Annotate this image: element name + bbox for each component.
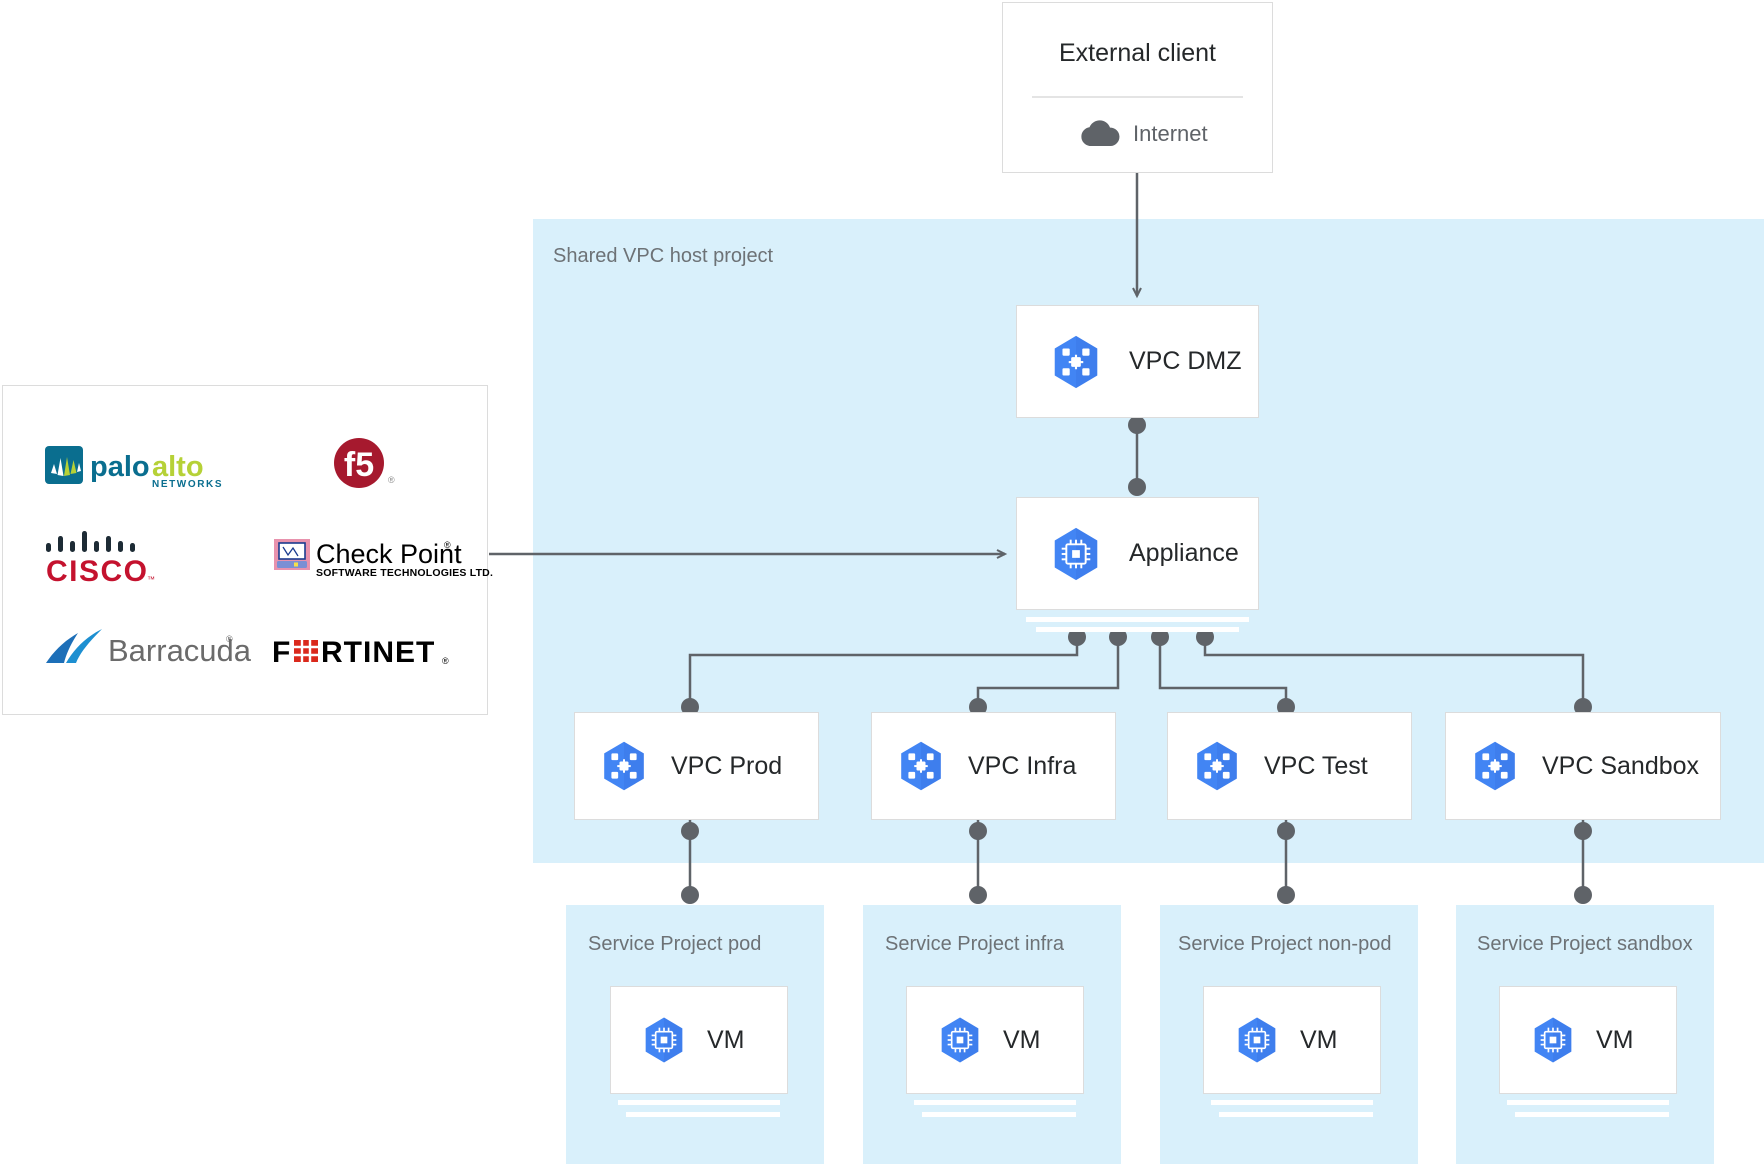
- vm-infra-stack-line-1: [914, 1100, 1076, 1105]
- svg-text:®: ®: [444, 540, 451, 550]
- region-service-project-infra-label: Service Project infra: [885, 933, 1064, 955]
- node-vpc-prod-label: VPC Prod: [671, 751, 783, 780]
- region-service-project-sandbox-label: Service Project sandbox: [1477, 933, 1693, 955]
- vm-non-pod-stack-line-2: [1219, 1112, 1373, 1117]
- external-client-divider: [1032, 96, 1243, 98]
- vpc-network-icon: [1468, 739, 1522, 793]
- appliance-stack-line-1: [1026, 617, 1249, 622]
- node-appliance[interactable]: Appliance: [1016, 497, 1259, 610]
- region-shared-vpc-label: Shared VPC host project: [553, 245, 774, 267]
- svg-text:Check Point: Check Point: [316, 539, 462, 569]
- node-vm-sandbox-label: VM: [1596, 1025, 1634, 1054]
- vendor-logo-cisco[interactable]: CISCO ™: [44, 527, 160, 588]
- internet-row: Internet: [1077, 120, 1208, 147]
- node-vpc-prod[interactable]: VPC Prod: [574, 712, 819, 820]
- svg-text:®: ®: [388, 475, 395, 485]
- vpc-network-icon: [894, 739, 948, 793]
- svg-text:NETWORKS: NETWORKS: [152, 479, 223, 490]
- node-vm-infra-label: VM: [1003, 1025, 1041, 1054]
- node-vm-pod[interactable]: VM: [610, 986, 788, 1094]
- vm-sandbox-stack-line-2: [1515, 1112, 1669, 1117]
- svg-text:RTINET: RTINET: [321, 636, 435, 669]
- vpc-network-icon: [1190, 739, 1244, 793]
- vm-chip-icon: [935, 1015, 985, 1065]
- vm-chip-icon: [1047, 525, 1105, 583]
- node-vm-non-pod[interactable]: VM: [1203, 986, 1381, 1094]
- vendor-logo-fortinet[interactable]: F RTINET ®: [272, 634, 452, 672]
- node-vpc-test[interactable]: VPC Test: [1167, 712, 1412, 820]
- vpc-network-icon: [1047, 333, 1105, 391]
- svg-text:F: F: [272, 636, 291, 669]
- vendor-logo-paloalto[interactable]: palo alto NETWORKS: [45, 443, 222, 490]
- vm-non-pod-stack-line-1: [1211, 1100, 1373, 1105]
- svg-text:™: ™: [147, 575, 155, 584]
- node-appliance-label: Appliance: [1129, 539, 1239, 567]
- vm-chip-icon: [639, 1015, 689, 1065]
- node-vpc-sandbox-label: VPC Sandbox: [1542, 751, 1700, 780]
- node-vpc-dmz-label: VPC DMZ: [1129, 347, 1242, 375]
- vm-pod-stack-line-2: [626, 1112, 780, 1117]
- node-vpc-sandbox[interactable]: VPC Sandbox: [1445, 712, 1721, 820]
- vpc-network-icon: [597, 739, 651, 793]
- node-vm-pod-label: VM: [707, 1025, 745, 1054]
- cloud-icon: [1077, 120, 1120, 147]
- node-vpc-dmz[interactable]: VPC DMZ: [1016, 305, 1259, 418]
- vendor-logo-checkpoint[interactable]: Check Point ® SOFTWARE TECHNOLOGIES LTD.: [274, 535, 493, 581]
- node-vm-infra[interactable]: VM: [906, 986, 1084, 1094]
- node-vm-sandbox[interactable]: VM: [1499, 986, 1677, 1094]
- vendor-logo-barracuda[interactable]: Barracuda ®: [44, 625, 252, 673]
- svg-text:SOFTWARE TECHNOLOGIES LTD.: SOFTWARE TECHNOLOGIES LTD.: [316, 567, 493, 579]
- external-client-card[interactable]: External client Internet: [1002, 2, 1273, 173]
- node-vpc-infra[interactable]: VPC Infra: [871, 712, 1116, 820]
- vm-sandbox-stack-line-1: [1507, 1100, 1669, 1105]
- vm-pod-stack-line-1: [618, 1100, 780, 1105]
- vm-chip-icon: [1232, 1015, 1282, 1065]
- node-vpc-test-label: VPC Test: [1264, 751, 1368, 780]
- svg-text:CISCO: CISCO: [46, 555, 149, 588]
- node-vm-non-pod-label: VM: [1300, 1025, 1338, 1054]
- svg-text:f5: f5: [344, 446, 374, 484]
- appliance-stack-line-2: [1036, 627, 1239, 632]
- region-service-project-pod-label: Service Project pod: [588, 933, 762, 955]
- internet-label: Internet: [1133, 121, 1208, 146]
- svg-text:®: ®: [226, 634, 233, 644]
- svg-text:®: ®: [442, 656, 449, 666]
- svg-text:palo: palo: [90, 451, 150, 483]
- node-vpc-infra-label: VPC Infra: [968, 751, 1077, 780]
- vendor-logo-f5[interactable]: f5 ®: [332, 437, 396, 493]
- external-client-title: External client: [1058, 39, 1217, 67]
- svg-text:alto: alto: [152, 451, 204, 483]
- vm-infra-stack-line-2: [922, 1112, 1076, 1117]
- region-service-project-non-pod-label: Service Project non-pod: [1178, 933, 1392, 955]
- svg-text:Barracuda: Barracuda: [108, 633, 252, 668]
- vm-chip-icon: [1528, 1015, 1578, 1065]
